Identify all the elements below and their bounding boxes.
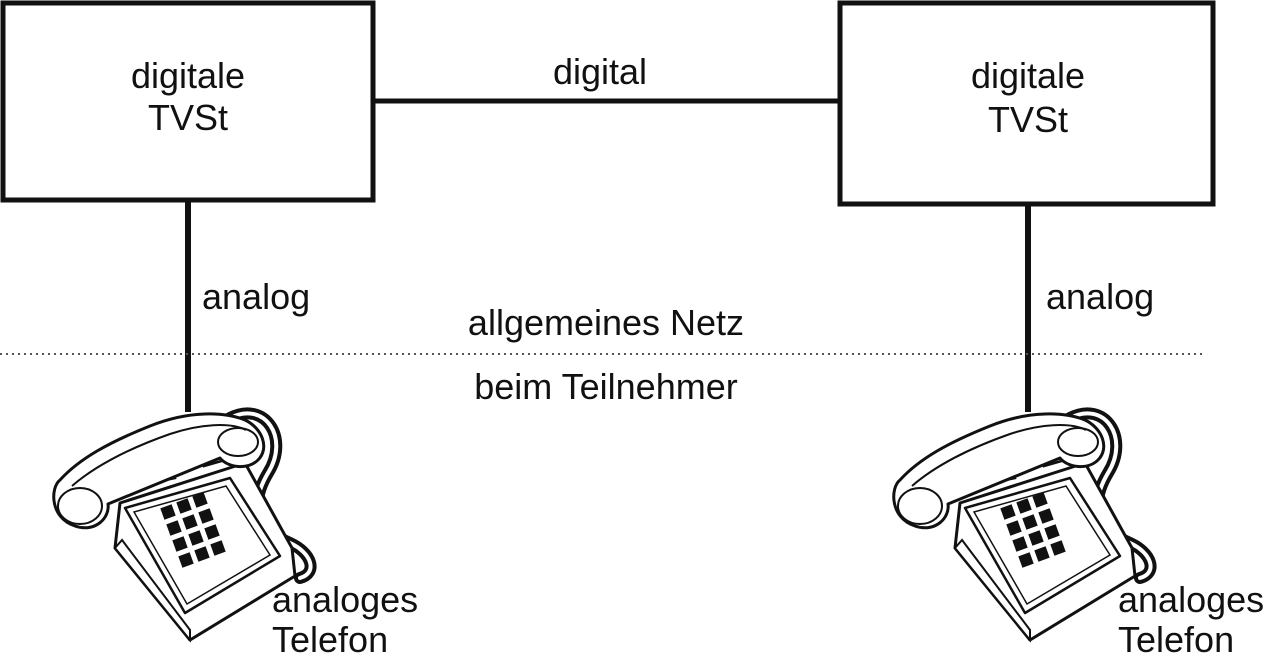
right-telephone-label-line2: Telefon: [1118, 619, 1234, 655]
public-network-zone-label: allgemeines Netz: [468, 302, 744, 343]
right-telephone-icon: [894, 413, 1151, 640]
right-telephone-label-line1: analoges: [1118, 579, 1264, 620]
left-analog-label: analog: [202, 276, 310, 317]
right-exchange-label-line2: TVSt: [988, 99, 1068, 140]
right-exchange-box: [837, 0, 1216, 207]
left-telephone-label-line2: Telefon: [272, 619, 388, 655]
left-exchange-box: [0, 0, 376, 203]
subscriber-zone-label: beim Teilnehmer: [474, 366, 737, 407]
left-exchange-label-line2: TVSt: [148, 97, 228, 138]
right-analog-label: analog: [1046, 276, 1154, 317]
digital-trunk-label: digital: [553, 51, 647, 92]
left-telephone-label-line1: analoges: [272, 579, 418, 620]
left-exchange-label-line1: digitale: [131, 55, 245, 96]
right-exchange-label-line1: digitale: [971, 55, 1085, 96]
